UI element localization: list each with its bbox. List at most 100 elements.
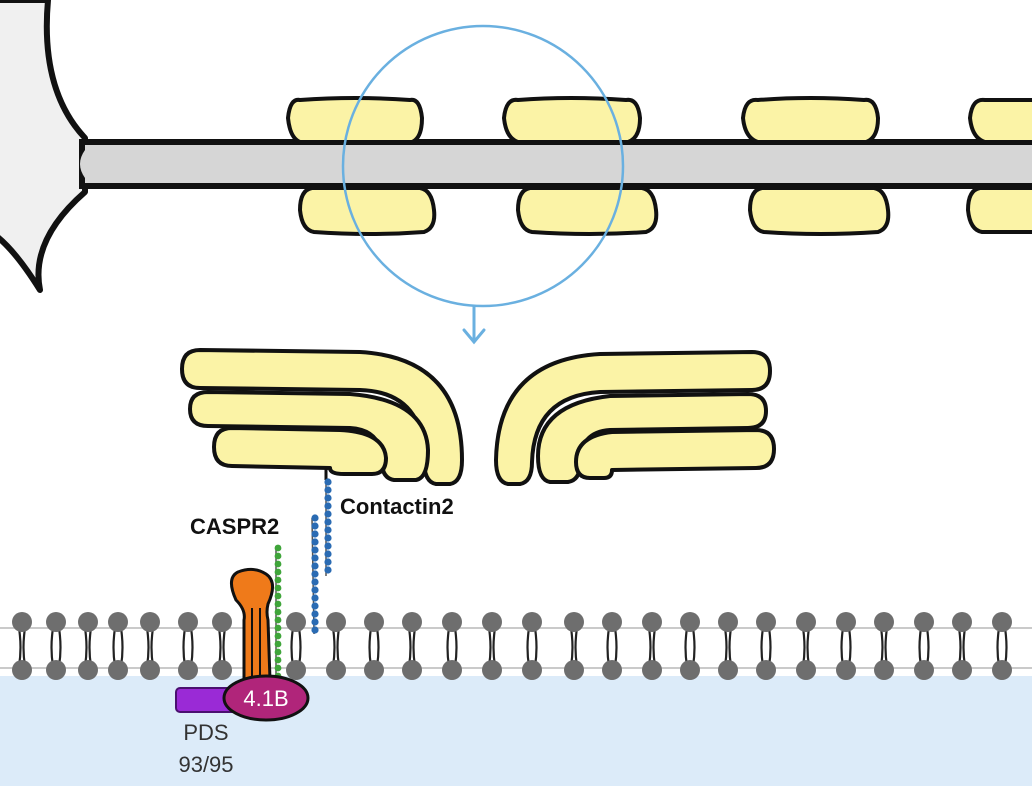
caspr-bead (274, 664, 282, 672)
contactin-bead (311, 578, 319, 586)
contactin-bead (311, 602, 319, 610)
caspr-bead (274, 560, 282, 568)
lipid-head (992, 660, 1012, 680)
lipid-tail (368, 627, 373, 667)
lipid-head (642, 660, 662, 680)
myelin-segment (297, 186, 437, 236)
caspr-bead (274, 576, 282, 584)
lipid-head (46, 612, 66, 632)
caspr-bead (274, 544, 282, 552)
lipid-head (212, 660, 232, 680)
lipid-head (564, 660, 584, 680)
lipid-tail (453, 627, 458, 667)
lipid-tail (840, 627, 845, 667)
lipid-head (286, 660, 306, 680)
myelin-segment (515, 186, 659, 236)
phospholipid (402, 612, 422, 680)
lipid-head (522, 612, 542, 632)
lipid-tail (526, 627, 531, 667)
lipid-tail (290, 627, 295, 667)
contactin-bead (324, 526, 332, 534)
phospholipid (46, 612, 66, 680)
contactin-bead (311, 586, 319, 594)
phospholipid (836, 612, 856, 680)
lipid-head (522, 660, 542, 680)
cell-body (0, 0, 88, 293)
lipid-head (482, 660, 502, 680)
lipid-tail (606, 627, 611, 667)
contactin-bead (311, 594, 319, 602)
phospholipid (286, 612, 306, 680)
phospholipid (914, 612, 934, 680)
contactin-bead (311, 610, 319, 618)
lipid-head (212, 612, 232, 632)
phospholipid (178, 612, 198, 680)
lipid-tail (533, 627, 538, 667)
myelin-lamella (494, 350, 772, 486)
lipid-tail (684, 627, 689, 667)
lipid-head (914, 660, 934, 680)
contactin-bead (324, 478, 332, 486)
lipid-tail (50, 627, 55, 667)
lipid-tail (918, 627, 923, 667)
phospholipid (364, 612, 384, 680)
myelin-lamella (212, 426, 388, 476)
lipid-head (46, 660, 66, 680)
contactin-bead (324, 518, 332, 526)
lipid-head (952, 612, 972, 632)
lipid-tail (847, 627, 852, 667)
lipid-tail (119, 627, 124, 667)
lipid-head (402, 612, 422, 632)
lipid-head (564, 612, 584, 632)
phospholipid (642, 612, 662, 680)
cytoplasm-region (0, 676, 1032, 786)
lipid-tail (925, 627, 930, 667)
lipid-tail (112, 627, 117, 667)
lipid-head (952, 660, 972, 680)
contactin2-label: Contactin2 (340, 494, 454, 519)
lipid-tail (189, 627, 194, 667)
lipid-head (364, 612, 384, 632)
lipid-head (442, 660, 462, 680)
myelin-segment (747, 186, 891, 236)
lipid-tail (691, 627, 696, 667)
phospholipid (108, 612, 128, 680)
lipid-head (680, 660, 700, 680)
lipid-tail (613, 627, 618, 667)
lipid-head (836, 660, 856, 680)
lipid-head (108, 660, 128, 680)
caspr-bead (274, 648, 282, 656)
lipid-head (756, 660, 776, 680)
caspr-bead (274, 568, 282, 576)
myelin-segment (285, 96, 425, 144)
lipid-head (286, 612, 306, 632)
lipid-head (326, 660, 346, 680)
pds-label-line2: 93/95 (178, 752, 233, 777)
contactin-bead (311, 554, 319, 562)
contactin2-molecule (311, 478, 332, 635)
lipid-head (442, 612, 462, 632)
lipid-head (642, 612, 662, 632)
phospholipid (680, 612, 700, 680)
lipid-head (326, 612, 346, 632)
lipid-head (718, 660, 738, 680)
lipid-head (680, 612, 700, 632)
lipid-head (140, 612, 160, 632)
protein-4-1b (222, 674, 310, 722)
lipid-head (796, 660, 816, 680)
caspr-bead (274, 608, 282, 616)
lipid-head (402, 660, 422, 680)
lipid-head (602, 660, 622, 680)
contactin-bead (311, 538, 319, 546)
protein-4-1b-label: 4.1B (243, 686, 288, 711)
contactin-bead (324, 502, 332, 510)
phospholipid (522, 612, 542, 680)
myelin-segment (501, 96, 643, 144)
axon (79, 139, 1032, 189)
lipid-head (914, 612, 934, 632)
phospholipid (992, 612, 1012, 680)
lipid-head (992, 612, 1012, 632)
phospholipid (140, 612, 160, 680)
contactin-bead (324, 494, 332, 502)
